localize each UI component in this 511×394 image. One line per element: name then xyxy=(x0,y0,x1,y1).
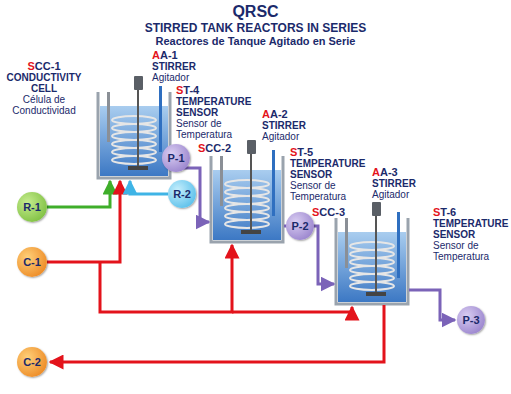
part-name-spanish: Agitador xyxy=(372,189,432,200)
heating-pipe xyxy=(100,245,232,312)
tag-code: AA-1 xyxy=(152,49,212,61)
product-pipe xyxy=(409,290,455,320)
feed-pipe xyxy=(130,181,168,194)
subtitle: STIRRED TANK REACTORS IN SERIES xyxy=(0,21,511,35)
stream-circle: R-1 xyxy=(17,192,47,222)
stream-code: P-3 xyxy=(462,314,479,326)
part-name-spanish: Sensor de Temperatura xyxy=(433,240,505,262)
tag-code: AA-3 xyxy=(372,166,432,178)
part-name-spanish: Sensor de Temperatura xyxy=(290,180,366,202)
stream-code: R-2 xyxy=(173,188,191,200)
part-name-spanish: Agitador xyxy=(152,72,212,83)
tag-code: ST-4 xyxy=(176,84,254,96)
tag-code: SCC-3 xyxy=(312,206,356,218)
tank xyxy=(211,140,283,242)
part-name: TEMPERATURE SENSOR xyxy=(290,158,366,180)
heating-pipe xyxy=(47,181,120,262)
tag-code: ST-5 xyxy=(290,146,366,158)
stream-code: C-1 xyxy=(23,256,41,268)
stream-circle: P-2 xyxy=(286,212,314,240)
part-name: TEMPERATURE SENSOR xyxy=(176,96,254,118)
stream-circle: P-3 xyxy=(457,306,485,334)
part-name: STIRRER xyxy=(152,61,212,72)
part-name-spanish: Agitador xyxy=(262,131,322,142)
tag-code: SCC-1 xyxy=(0,60,88,72)
part-name: STIRRER xyxy=(262,120,322,131)
tag-code: SCC-2 xyxy=(198,142,242,154)
stream-circle: C-1 xyxy=(17,247,47,277)
stream-code: P-2 xyxy=(291,220,308,232)
stream-circle: C-2 xyxy=(17,347,47,377)
tag-code: ST-6 xyxy=(433,206,505,218)
tank xyxy=(336,202,408,304)
stream-code: R-1 xyxy=(23,201,41,213)
subtitle: Reactores de Tanque Agitado en Serie xyxy=(0,35,511,48)
heating-pipe xyxy=(232,307,352,312)
stream-circle: R-2 xyxy=(168,180,196,208)
part-name: CONDUCTIVITY CELL xyxy=(0,72,88,94)
feed-pipe xyxy=(47,181,110,207)
tag-code: AA-2 xyxy=(262,108,322,120)
part-name-spanish: Célula de Conductividad xyxy=(0,94,88,116)
part-name: TEMPERATURE SENSOR xyxy=(433,218,505,240)
stream-code: P-1 xyxy=(167,152,184,164)
stream-code: C-2 xyxy=(23,356,41,368)
return-pipe xyxy=(50,305,384,362)
stream-circle: P-1 xyxy=(162,144,190,172)
title: QRSC xyxy=(0,2,511,21)
tank xyxy=(98,76,170,178)
product-pipe xyxy=(171,168,209,222)
part-name: STIRRER xyxy=(372,178,432,189)
part-name-spanish: Sensor de Temperatura xyxy=(176,118,254,140)
